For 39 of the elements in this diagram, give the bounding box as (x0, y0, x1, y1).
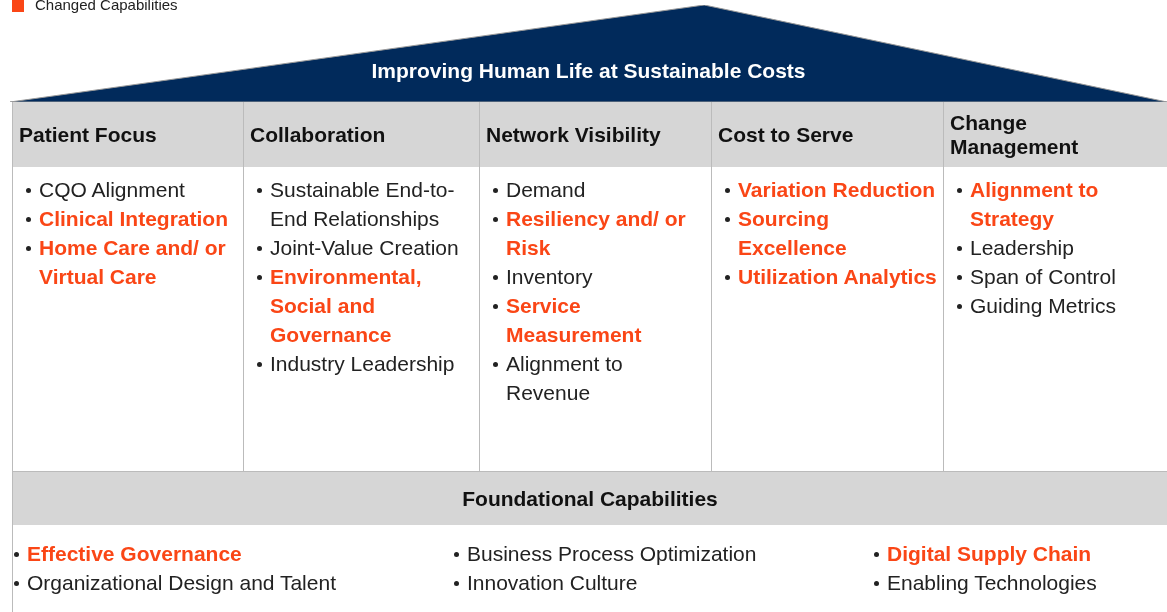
bullet-item: Environmental, Social and Governance (244, 262, 475, 349)
bullet-item: Span of Control (944, 262, 1163, 291)
roof-title: Improving Human Life at Sustainable Costs (370, 59, 807, 83)
bullet-item: Inventory (480, 262, 707, 291)
bullet-item: Joint-Value Creation (244, 233, 475, 262)
section-heading: Foundational Capabilities (13, 472, 1167, 525)
bullet-item: Resiliency and/ or Risk (480, 204, 707, 262)
bullet-item: CQO Alignment (13, 175, 239, 204)
legend-label: Changed Capabilities (35, 0, 178, 13)
bullet-item: Alignment to Revenue (480, 349, 707, 407)
column-heading: Network Visibility (480, 102, 711, 167)
bullet-item: Guiding Metrics (944, 291, 1163, 320)
column-heading: Cost to Serve (712, 102, 943, 167)
pillar-column (711, 102, 943, 472)
bullet-item: Organizational Design and Talent (1, 568, 336, 597)
column-heading: Patient Focus (13, 102, 243, 167)
bullet-item: Digital Supply Chain (861, 539, 1092, 568)
bullet-item: Alignment to Strategy (944, 175, 1163, 233)
bullet-item: Demand (480, 175, 707, 204)
bullet-item: Clinical Integration (13, 204, 239, 233)
bullet-item: Service Measurement (480, 291, 707, 349)
pillar-column (243, 102, 479, 472)
bullet-item: Leadership (944, 233, 1163, 262)
bullet-item: Utilization Analytics (712, 262, 939, 291)
column-heading: Change Management (944, 102, 1167, 167)
bullet-item: Enabling Technologies (861, 568, 1097, 597)
pillar-column (12, 102, 243, 472)
bullet-item: Industry Leadership (244, 349, 475, 378)
bullet-item: Innovation Culture (441, 568, 638, 597)
bullet-item: Business Process Optimization (441, 539, 757, 568)
column-heading: Collaboration (244, 102, 479, 167)
foundation-panel (12, 472, 1167, 612)
pillar-column (943, 102, 1167, 472)
bullet-item: Variation Reduction (712, 175, 939, 204)
bullet-item: Sourcing Excellence (712, 204, 939, 262)
bullet-item: Home Care and/ or Virtual Care (13, 233, 239, 291)
bullet-item: Effective Governance (1, 539, 242, 568)
bullet-item: Sustainable End-to-End Relationships (244, 175, 475, 233)
pillar-column (479, 102, 711, 472)
